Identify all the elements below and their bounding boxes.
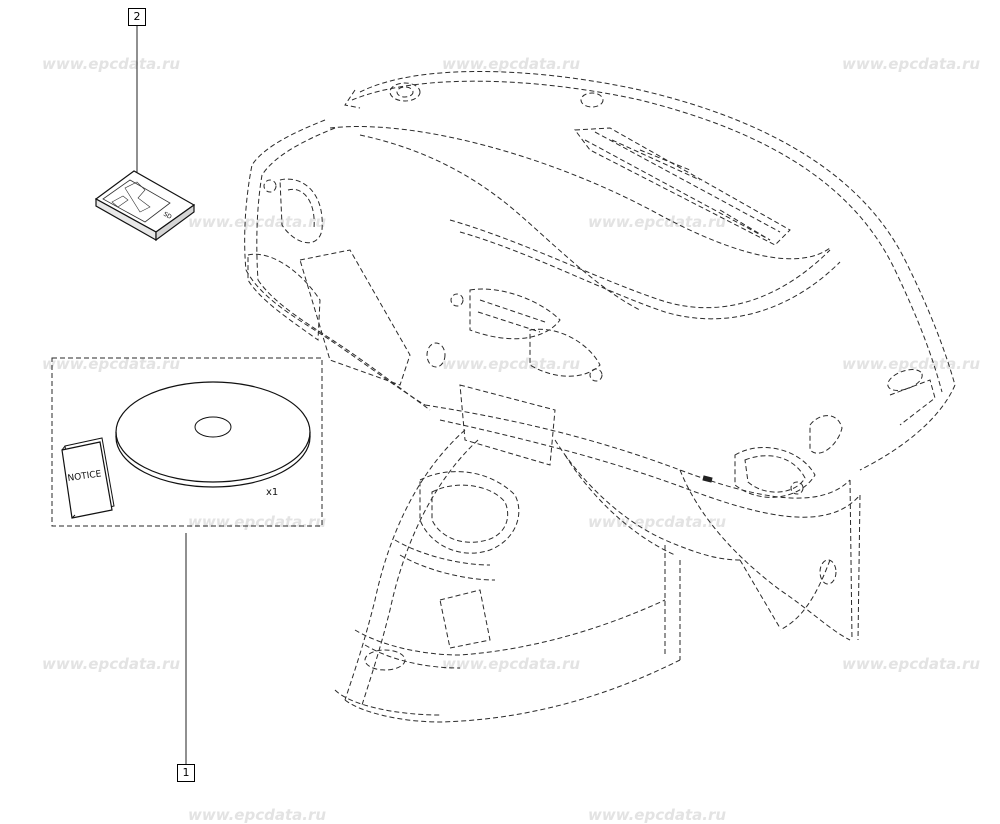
dashboard-outline <box>244 71 956 723</box>
watermark: www.epcdata.ru <box>42 655 181 673</box>
watermark: www.epcdata.ru <box>588 213 727 231</box>
callout-number-1: 1 <box>177 764 195 782</box>
quantity-label: x1 <box>266 487 278 498</box>
notice-booklet: NOTICE <box>61 437 115 519</box>
watermark: www.epcdata.ru <box>442 55 581 73</box>
callout-number-2: 2 <box>128 8 146 26</box>
watermark: www.epcdata.ru <box>188 213 327 231</box>
watermark: www.epcdata.ru <box>42 355 181 373</box>
notice-label: NOTICE <box>67 469 102 484</box>
watermark: www.epcdata.ru <box>42 55 181 73</box>
watermark: www.epcdata.ru <box>442 655 581 673</box>
sd-card-part: SD <box>94 26 196 242</box>
kit-box: NOTICE x1 <box>51 357 323 764</box>
watermark: www.epcdata.ru <box>842 655 981 673</box>
watermark: www.epcdata.ru <box>588 513 727 531</box>
sd-card-label: SD <box>162 211 173 221</box>
watermark: www.epcdata.ru <box>842 55 981 73</box>
watermark: www.epcdata.ru <box>442 355 581 373</box>
cd-disc <box>115 381 311 488</box>
watermark: www.epcdata.ru <box>842 355 981 373</box>
